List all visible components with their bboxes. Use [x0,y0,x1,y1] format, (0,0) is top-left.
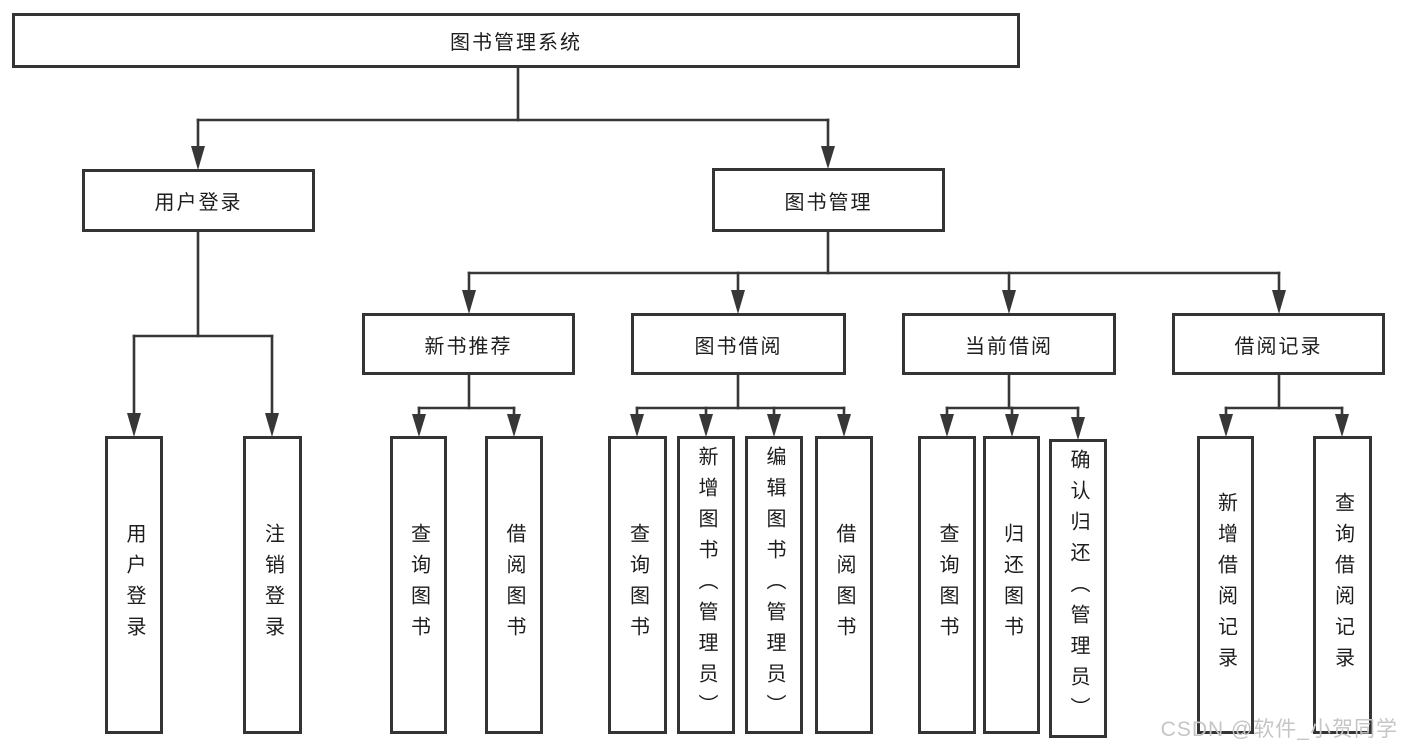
arrowhead-icon [1335,414,1349,437]
leaf-cb-confirm-return-admin: 确认归还（管理员） [1049,439,1107,738]
csdn-watermark: CSDN @软件_小贺同学 [1160,718,1398,741]
arrowhead-icon [1005,414,1019,437]
arrowhead-icon [1272,290,1286,314]
leaf-user-login: 用户登录 [105,436,163,734]
node-new-book-rec-label: 新书推荐 [424,335,513,358]
arrowhead-icon [940,414,954,437]
arrowhead-icon [767,414,781,437]
arrowhead-icon [630,414,644,437]
arrowhead-icon [1071,417,1085,440]
leaf-bb-query-books: 查询图书 [608,436,667,734]
leaf-cb-return-books-label: 归还图书 [1000,523,1023,647]
arrowhead-icon [821,146,835,169]
node-root: 图书管理系统 [12,13,1020,68]
arrowhead-icon [1002,290,1016,314]
node-book-mgmt-label: 图书管理 [784,191,873,214]
leaf-br-query-record: 查询借阅记录 [1313,436,1372,734]
leaf-logout: 注销登录 [243,436,302,734]
leaf-br-query-record-label: 查询借阅记录 [1331,492,1354,678]
leaf-cb-query-books-label: 查询图书 [936,523,958,647]
arrowhead-icon [191,146,205,170]
node-user-login: 用户登录 [82,169,315,232]
leaf-rec-query-books-label: 查询图书 [407,523,430,647]
leaf-logout-label: 注销登录 [261,523,284,647]
node-borrow-records-label: 借阅记录 [1234,335,1323,358]
node-book-borrow: 图书借阅 [631,313,846,375]
leaf-bb-add-books-admin: 新增图书（管理员） [677,436,735,734]
leaf-rec-query-books: 查询图书 [390,436,447,734]
arrowhead-icon [265,413,279,437]
leaf-user-login-label: 用户登录 [123,523,145,647]
leaf-bb-add-books-admin-label: 新增图书（管理员） [695,445,717,725]
node-new-book-rec: 新书推荐 [362,313,575,375]
node-book-borrow-label: 图书借阅 [694,335,783,358]
leaf-br-add-record-label: 新增借阅记录 [1214,492,1237,678]
node-user-login-label: 用户登录 [154,192,243,214]
leaf-cb-confirm-return-admin-label: 确认归还（管理员） [1067,449,1089,728]
node-book-mgmt: 图书管理 [712,168,945,232]
leaf-rec-borrow-books: 借阅图书 [485,436,543,734]
arrowhead-icon [1219,414,1233,437]
arrowhead-icon [699,414,713,437]
leaf-cb-query-books: 查询图书 [918,436,976,734]
leaf-rec-borrow-books-label: 借阅图书 [503,523,525,647]
leaf-bb-edit-books-admin: 编辑图书（管理员） [745,436,803,734]
arrowhead-icon [462,290,476,314]
node-root-label: 图书管理系统 [450,32,582,54]
leaf-bb-borrow-books-label: 借阅图书 [833,523,855,647]
arrowhead-icon [507,414,521,437]
arrowhead-icon [412,414,426,437]
node-current-borrow-label: 当前借阅 [965,335,1053,358]
arrowhead-icon [731,290,745,314]
arrowhead-icon [837,414,851,437]
leaf-bb-edit-books-admin-label: 编辑图书（管理员） [763,445,785,725]
node-borrow-records: 借阅记录 [1172,313,1385,375]
leaf-bb-borrow-books: 借阅图书 [815,436,873,734]
leaf-br-add-record: 新增借阅记录 [1197,436,1254,734]
leaf-cb-return-books: 归还图书 [983,436,1040,734]
leaf-bb-query-books-label: 查询图书 [626,523,649,647]
arrowhead-icon [127,413,141,437]
node-current-borrow: 当前借阅 [902,313,1116,375]
